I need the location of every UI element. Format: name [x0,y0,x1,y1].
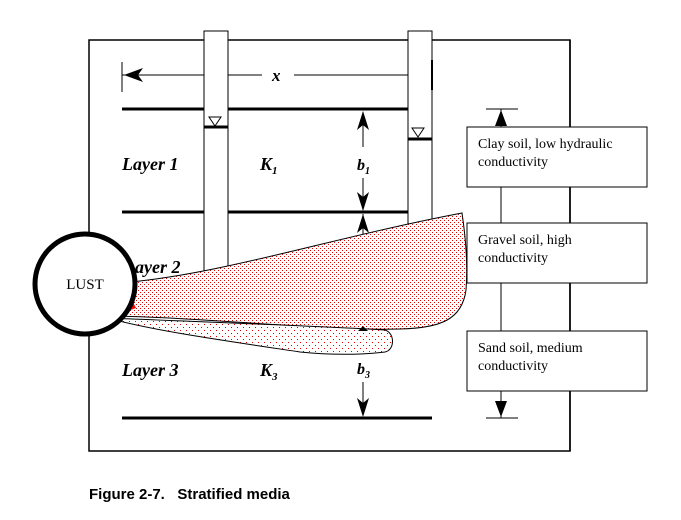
annotation-arrowhead-down-icon [495,401,507,417]
annotation-sand-line2: conductivity [478,359,548,374]
water-table-right-icon [411,127,425,138]
annotation-gravel-line1: Gravel soil, high [478,233,572,248]
annotation-gravel-line2: conductivity [478,251,548,266]
annotation-clay: Clay soil, low hydraulic conductivity [466,126,648,188]
b1-arrowhead-up-icon [357,111,369,130]
layer-1-thickness: b1 [357,157,370,177]
annotation-gravel: Gravel soil, high conductivity [466,222,648,284]
layer-3-label: Layer 3 [121,360,178,380]
annotation-sand-line1: Sand soil, medium [478,341,583,356]
annotation-clay-line2: conductivity [478,155,548,170]
layer-3-conductivity: K3 [259,360,278,383]
x-arrowhead-icon [124,68,143,82]
lust-tank [32,231,138,337]
annotation-sand: Sand soil, medium conductivity [466,330,648,392]
lust-label: LUST [66,277,104,293]
layer-1-label: Layer 1 [121,154,178,174]
monitoring-well-left [203,30,229,282]
contaminant-plume-sand [107,317,393,355]
distance-label: x [271,66,281,85]
annotation-arrowhead-up-icon [495,110,507,126]
figure-caption: Figure 2-7. Stratified media [89,486,291,503]
annotation-clay-line1: Clay soil, low hydraulic [478,137,613,152]
layer-2-label: Layer 2 [123,257,180,277]
b3-arrowhead-up-icon [358,326,368,331]
layer-3-thickness: b3 [357,361,370,381]
water-table-left-icon [208,116,222,127]
layer-1-conductivity: K1 [259,154,278,177]
b3-arrowhead-down-icon [357,398,369,417]
b1-arrowhead-down-icon [357,192,369,211]
